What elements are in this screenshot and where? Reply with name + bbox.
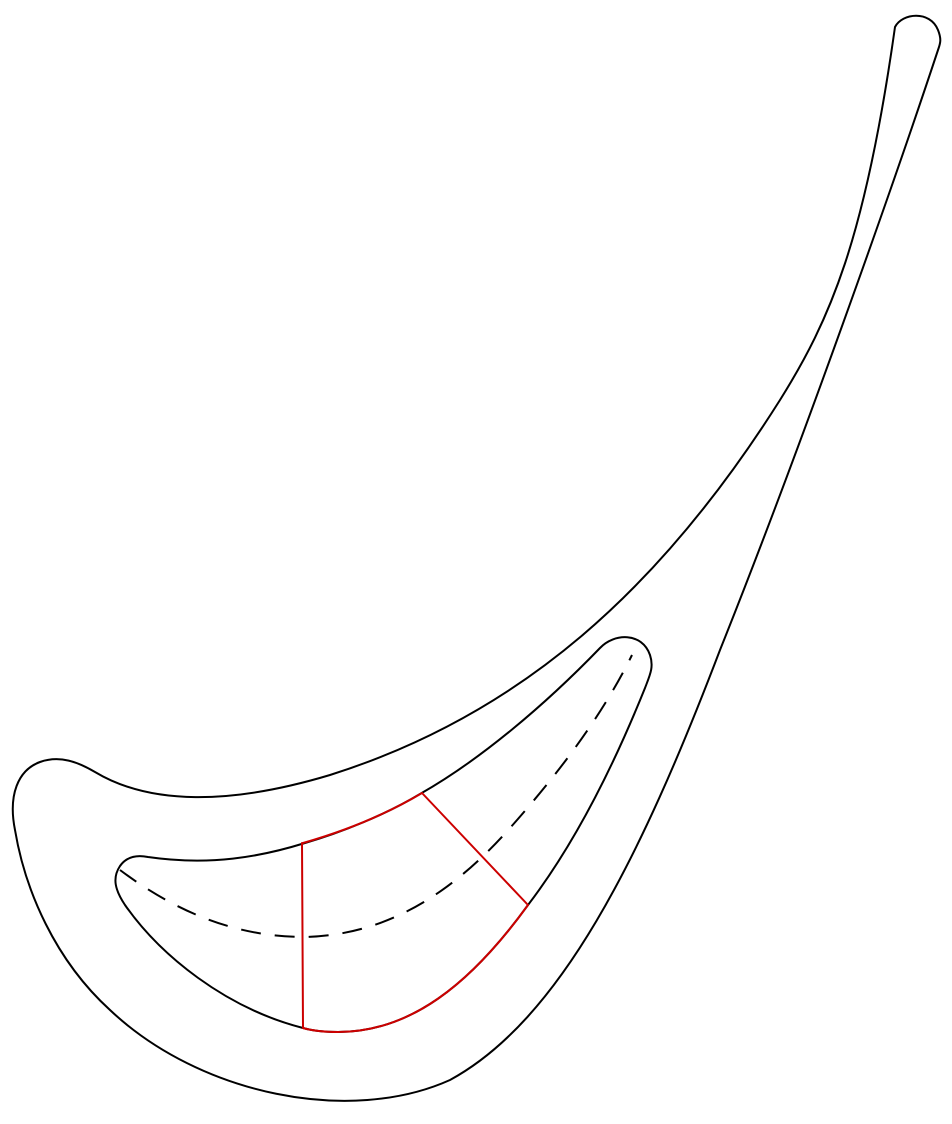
highlighted-section-lower-edge <box>302 904 529 1033</box>
inner-cavity-profile <box>114 636 653 1033</box>
mean-camber-line <box>119 654 633 939</box>
highlighted-partition-right <box>421 792 529 906</box>
highlighted-partition-left <box>301 842 304 1029</box>
highlighted-section-upper-edge <box>302 792 423 844</box>
outer-airfoil-profile <box>11 14 942 1102</box>
